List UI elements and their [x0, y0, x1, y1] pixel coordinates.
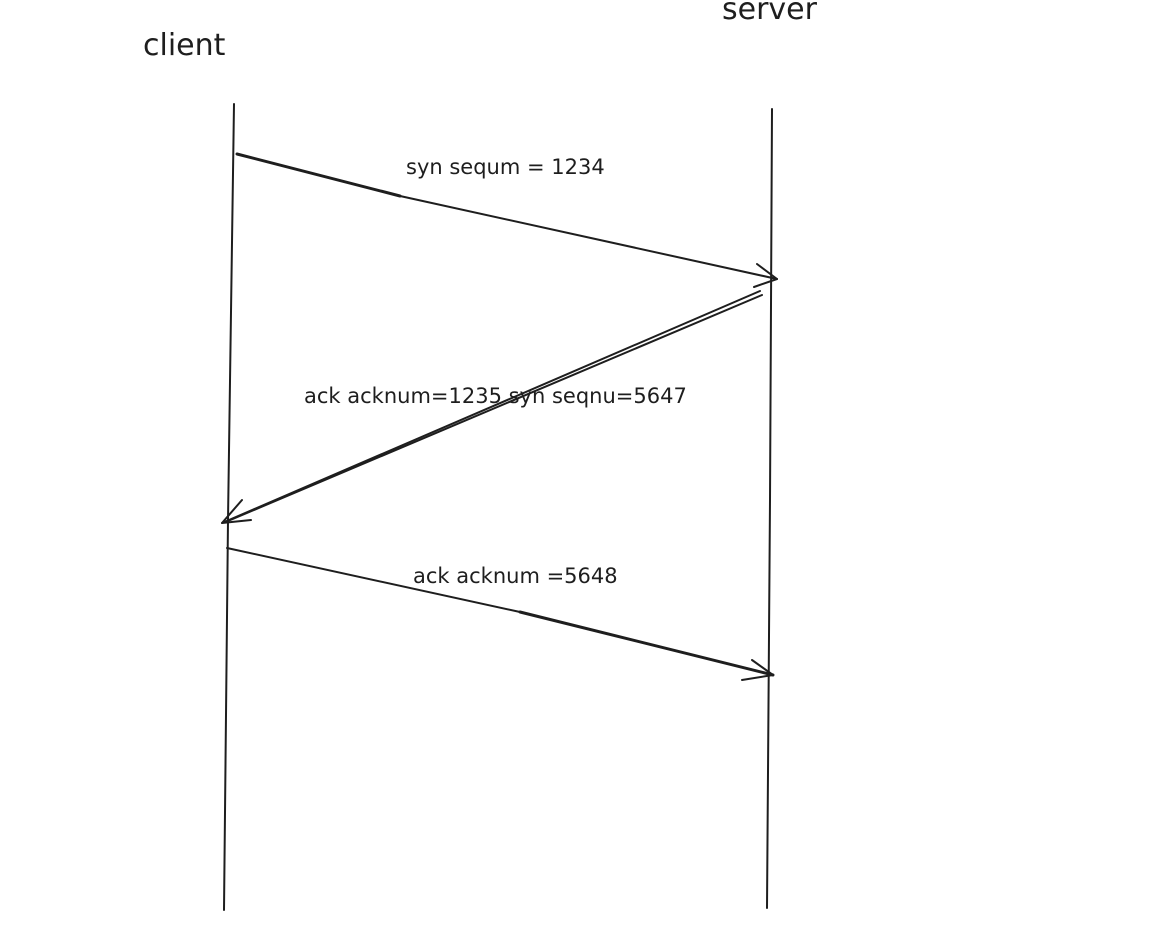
message-3-line-thick: [518, 610, 775, 677]
client-lifeline: [223, 103, 235, 911]
message-3-arrowhead: [741, 659, 774, 681]
message-1-label: syn sequm = 1234: [406, 155, 605, 179]
message-2-line-a: [221, 290, 761, 524]
message-arrow-3: [226, 547, 775, 681]
client-actor-label: client: [143, 28, 226, 63]
message-arrow-2: [221, 290, 763, 524]
message-arrow-1: [235, 152, 778, 288]
message-1-line-thick: [235, 152, 402, 198]
message-3-line: [226, 547, 521, 613]
message-2-label: ack acknum=1235 syn seqnu=5647: [304, 384, 687, 408]
message-3-label: ack acknum =5648: [413, 564, 618, 588]
message-1-line: [399, 195, 778, 280]
message-2-line-b: [227, 294, 763, 522]
server-actor-label: server: [722, 0, 818, 27]
message-2-arrowhead: [221, 499, 252, 524]
message-1-arrowhead: [753, 263, 778, 288]
server-lifeline: [766, 108, 773, 909]
